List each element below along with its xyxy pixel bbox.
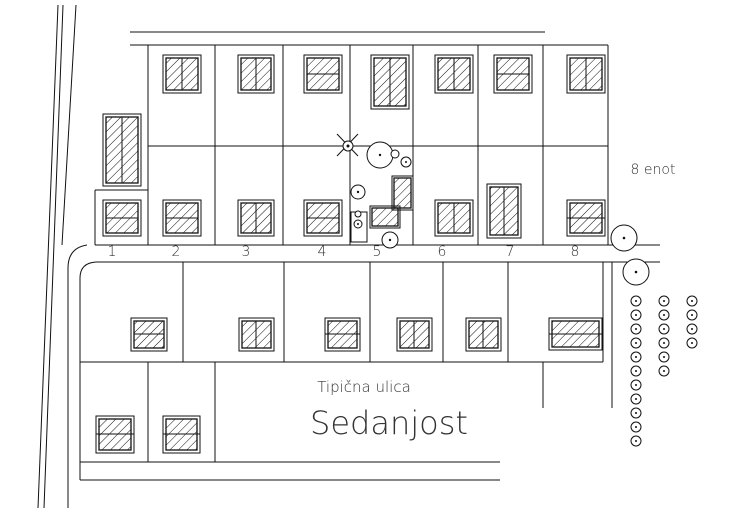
house-window	[465, 317, 502, 352]
house-window	[434, 54, 474, 94]
orchard-tree-center	[635, 328, 637, 330]
orchard-tree-center	[663, 314, 665, 316]
house-window	[102, 113, 142, 187]
house-window	[548, 317, 603, 351]
orchard-tree-center	[691, 300, 693, 302]
orchard-tree-center	[635, 314, 637, 316]
street-caption: Tipična ulica	[317, 378, 411, 396]
orchard-tree-center	[635, 412, 637, 414]
plot-numbers: 1 2 3 4 5 6 7 8	[108, 244, 580, 260]
main-road	[37, 4, 77, 508]
orchard-tree-center	[663, 300, 665, 302]
orchard-tree-center	[635, 398, 637, 400]
plot-number-4: 4	[318, 244, 327, 260]
plot-5-details	[336, 133, 414, 249]
orchard-tree-center	[635, 426, 637, 428]
unit-count-label: 8 enot	[631, 162, 676, 178]
house-window	[303, 199, 343, 237]
orchard-tree-center	[635, 300, 637, 302]
house-window	[566, 199, 606, 237]
orchard-tree-center	[691, 328, 693, 330]
house-window	[162, 415, 201, 454]
house-window	[130, 317, 168, 352]
house-window	[303, 54, 343, 94]
house-window	[434, 199, 474, 237]
houses-middle-row	[102, 183, 606, 239]
houses-upper-row	[102, 54, 606, 187]
plot-number-3: 3	[242, 244, 251, 260]
orchard-tree-center	[663, 342, 665, 344]
house-window	[370, 54, 410, 110]
orchard-tree-center	[635, 440, 637, 442]
house-window	[493, 54, 533, 94]
orchard-tree-center	[635, 370, 637, 372]
house-window	[237, 199, 275, 237]
houses-lower-block	[95, 317, 603, 454]
street-title: Sedanjost	[310, 404, 468, 442]
orchard-tree-center	[691, 342, 693, 344]
plot-number-5: 5	[373, 244, 382, 260]
orchard-tree-center	[663, 328, 665, 330]
plot-number-7: 7	[506, 244, 515, 260]
orchard-tree-center	[663, 356, 665, 358]
street-trees	[610, 224, 650, 286]
plot-number-6: 6	[438, 244, 447, 260]
house-window	[95, 415, 135, 454]
house-window	[396, 317, 433, 352]
house-window	[324, 317, 361, 352]
orchard-tree-center	[691, 314, 693, 316]
house-window	[162, 199, 202, 237]
house-window	[566, 54, 606, 94]
house-window	[102, 199, 142, 237]
house-window	[486, 183, 522, 239]
house-window	[237, 54, 275, 94]
orchard-tree-center	[663, 370, 665, 372]
orchard-tree-center	[635, 342, 637, 344]
plot-number-2: 2	[172, 244, 181, 260]
lower-block	[80, 262, 604, 481]
plot-number-1: 1	[108, 244, 117, 260]
house-window	[238, 317, 275, 352]
street	[67, 244, 660, 508]
orchard-tree-center	[635, 356, 637, 358]
orchard	[630, 295, 698, 447]
house-window	[162, 54, 202, 94]
orchard-tree-center	[635, 384, 637, 386]
plot-number-8: 8	[571, 244, 580, 260]
